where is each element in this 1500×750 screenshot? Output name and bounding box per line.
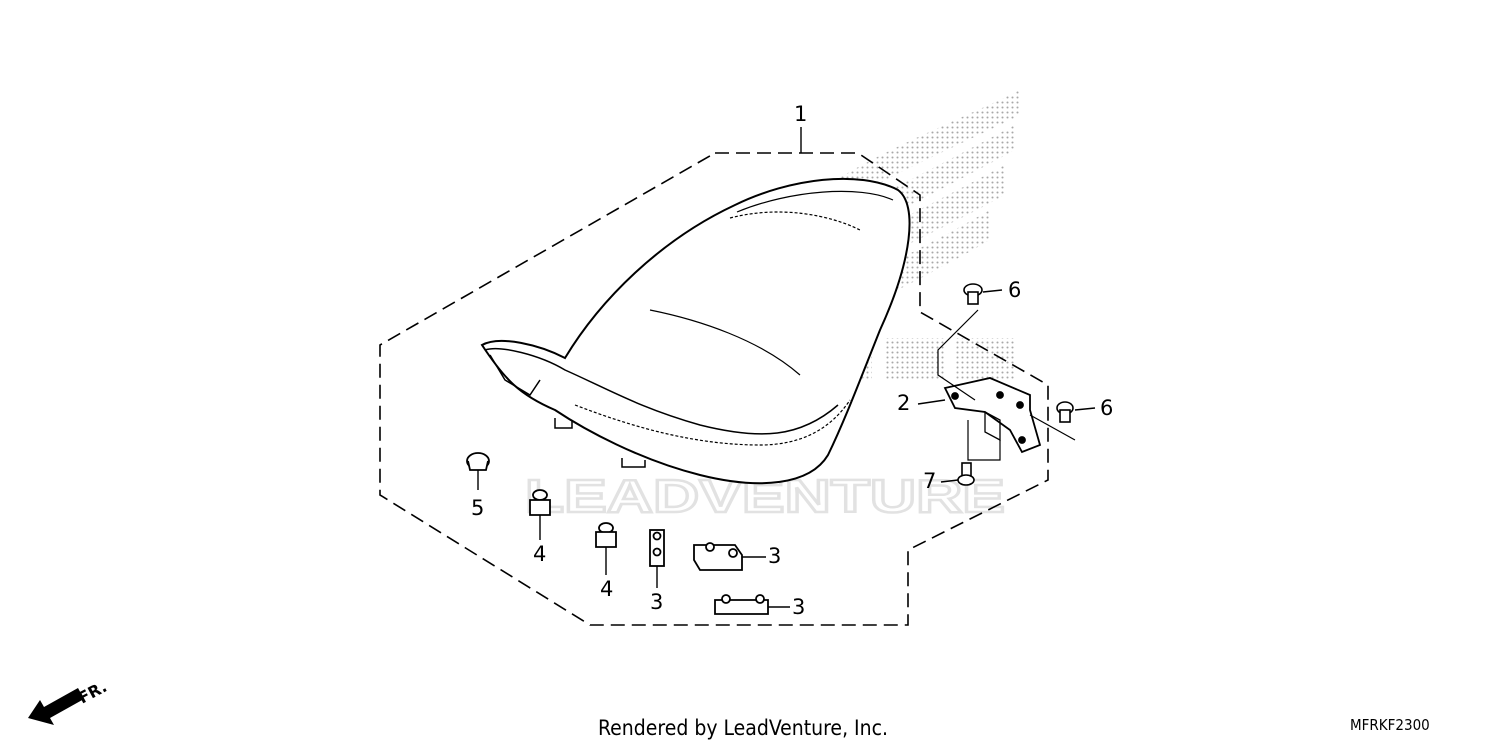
- grommet-part: [466, 452, 490, 471]
- callout-seat: 1: [794, 102, 807, 126]
- bolt-part-top: [963, 283, 983, 305]
- front-indicator-label: FR.: [75, 677, 110, 708]
- bolt-part-bottom: [957, 462, 975, 486]
- cushion-part-b: [595, 522, 617, 548]
- leader-lines: [477, 127, 1096, 608]
- callout-bolt-top: 6: [1008, 278, 1021, 302]
- callout-rubber-block-c: 3: [792, 595, 805, 619]
- render-credit: Rendered by LeadVenture, Inc.: [598, 716, 888, 740]
- callout-bolt-bottom: 7: [923, 469, 936, 493]
- rubber-block-part-b: [693, 542, 743, 571]
- seat-part: [480, 177, 911, 485]
- bolt-part-right: [1056, 401, 1074, 423]
- callout-cushion-b: 4: [600, 577, 613, 601]
- callout-grommet: 5: [471, 496, 484, 520]
- cushion-part-a: [529, 489, 551, 516]
- callout-rubber-block-b: 3: [768, 544, 781, 568]
- callout-cushion-a: 4: [533, 542, 546, 566]
- callout-bracket: 2: [897, 391, 910, 415]
- rubber-block-part-c: [714, 594, 769, 615]
- callout-rubber-block-a: 3: [650, 590, 663, 614]
- diagram-code: MFRKF2300: [1350, 716, 1430, 734]
- assembly-boundary: [379, 152, 1049, 626]
- front-direction-arrow-icon: FR.: [28, 677, 110, 725]
- rubber-block-part-a: [649, 529, 665, 567]
- callout-bolt-right: 6: [1100, 396, 1113, 420]
